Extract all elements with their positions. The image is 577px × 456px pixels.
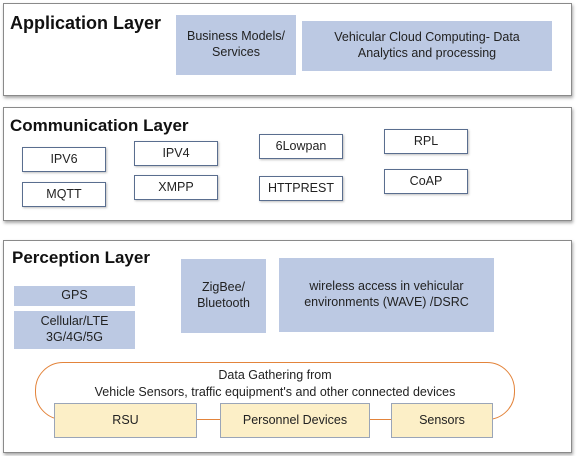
application-layer-title: Application Layer xyxy=(10,13,162,33)
data-gathering-label-1: Data Gathering from xyxy=(218,368,332,382)
wave-dsrc-box: wireless access in vehicular environment… xyxy=(279,258,494,332)
rsu-box: RSU xyxy=(54,403,197,438)
perception-layer-title: Perception Layer xyxy=(12,248,150,267)
ipv4-box: IPV4 xyxy=(134,141,218,166)
cellular-lte-box: Cellular/LTE 3G/4G/5G xyxy=(14,311,135,349)
gps-box: GPS xyxy=(14,286,135,306)
communication-layer-title: Communication Layer xyxy=(10,116,189,135)
xmpp-box: XMPP xyxy=(134,175,218,200)
6lowpan-box: 6Lowpan xyxy=(259,134,343,159)
httprest-box: HTTPREST xyxy=(259,176,343,201)
sensors-box: Sensors xyxy=(391,403,493,438)
zigbee-bluetooth-box: ZigBee/ Bluetooth xyxy=(181,259,266,333)
mqtt-box: MQTT xyxy=(22,182,106,207)
ipv6-box: IPV6 xyxy=(22,147,106,172)
personnel-devices-box: Personnel Devices xyxy=(220,403,370,438)
business-models-box: Business Models/ Services xyxy=(176,15,296,75)
coap-box: CoAP xyxy=(384,169,468,194)
cloud-computing-box: Vehicular Cloud Computing- Data Analytic… xyxy=(302,21,552,71)
data-gathering-label-2: Vehicle Sensors, traffic equipment's and… xyxy=(94,385,456,399)
rpl-box: RPL xyxy=(384,129,468,154)
